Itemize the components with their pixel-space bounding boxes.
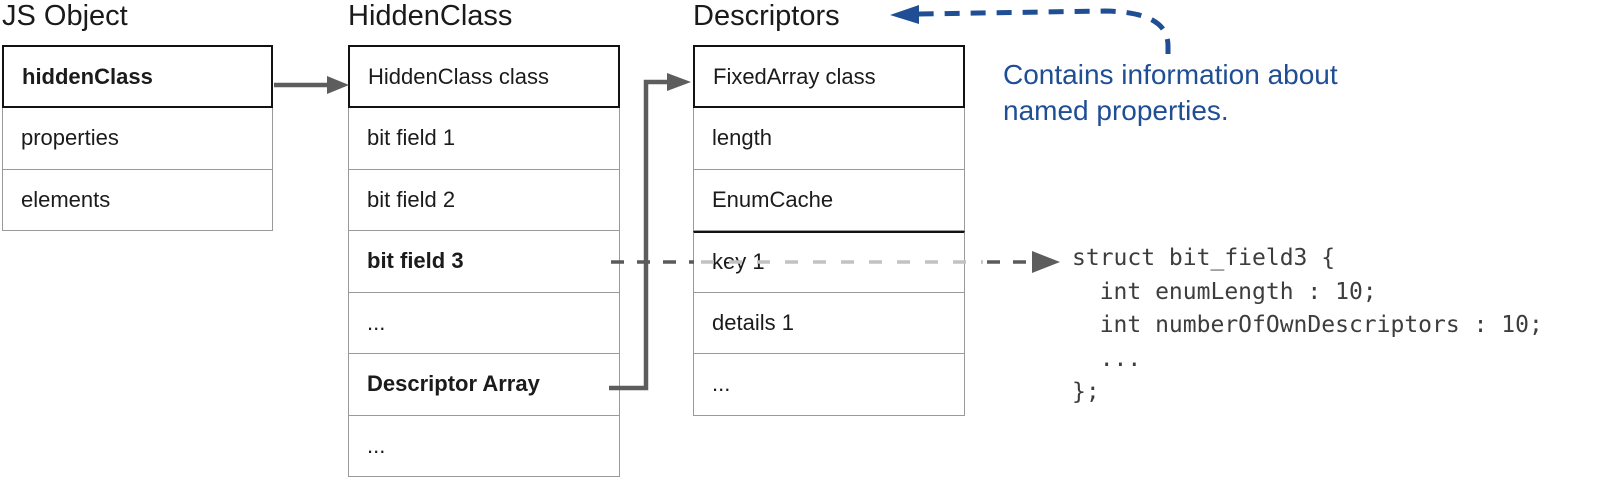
table-row: bit field 1 (348, 108, 620, 170)
table-row: Descriptor Array (348, 354, 620, 416)
hidden-class-title: HiddenClass (348, 0, 513, 32)
table-row: FixedArray class (693, 45, 965, 108)
code-line: int enumLength : 10; (1072, 278, 1377, 305)
table-row: bit field 2 (348, 169, 620, 231)
table-row: ... (348, 292, 620, 354)
hidden-class-table: HiddenClass class bit field 1 bit field … (348, 45, 620, 477)
annotation-line: Contains information about (1003, 59, 1338, 90)
table-row: details 1 (693, 292, 965, 354)
struct-bitfield3-code: struct bit_field3 { int enumLength : 10;… (1072, 242, 1543, 410)
annotation-line: named properties. (1003, 95, 1229, 126)
table-row: elements (2, 169, 273, 231)
table-row: ... (348, 415, 620, 477)
code-line: int numberOfOwnDescriptors : 10; (1072, 312, 1543, 338)
table-row: HiddenClass class (348, 45, 620, 108)
annotation-note: Contains information about named propert… (1003, 57, 1338, 129)
code-line: struct bit_field3 { (1072, 245, 1336, 271)
table-row: length (693, 108, 965, 170)
js-object-title: JS Object (2, 0, 128, 32)
js-object-table: hiddenClass properties elements (2, 45, 273, 231)
table-row: EnumCache (693, 169, 965, 231)
code-line: ... (1072, 345, 1142, 372)
code-line: }; (1072, 379, 1100, 405)
table-row: hiddenClass (2, 45, 273, 108)
table-row: bit field 3 (348, 231, 620, 293)
descriptor-array-to-fixedarray-arrow (609, 73, 691, 391)
hiddenclass-to-hiddenclass-arrow (274, 76, 349, 94)
descriptors-table: FixedArray class length EnumCache key 1 … (693, 45, 965, 416)
table-row: properties (2, 108, 273, 170)
table-row: ... (693, 354, 965, 416)
descriptors-title: Descriptors (693, 0, 840, 32)
table-row: key 1 (693, 231, 965, 293)
